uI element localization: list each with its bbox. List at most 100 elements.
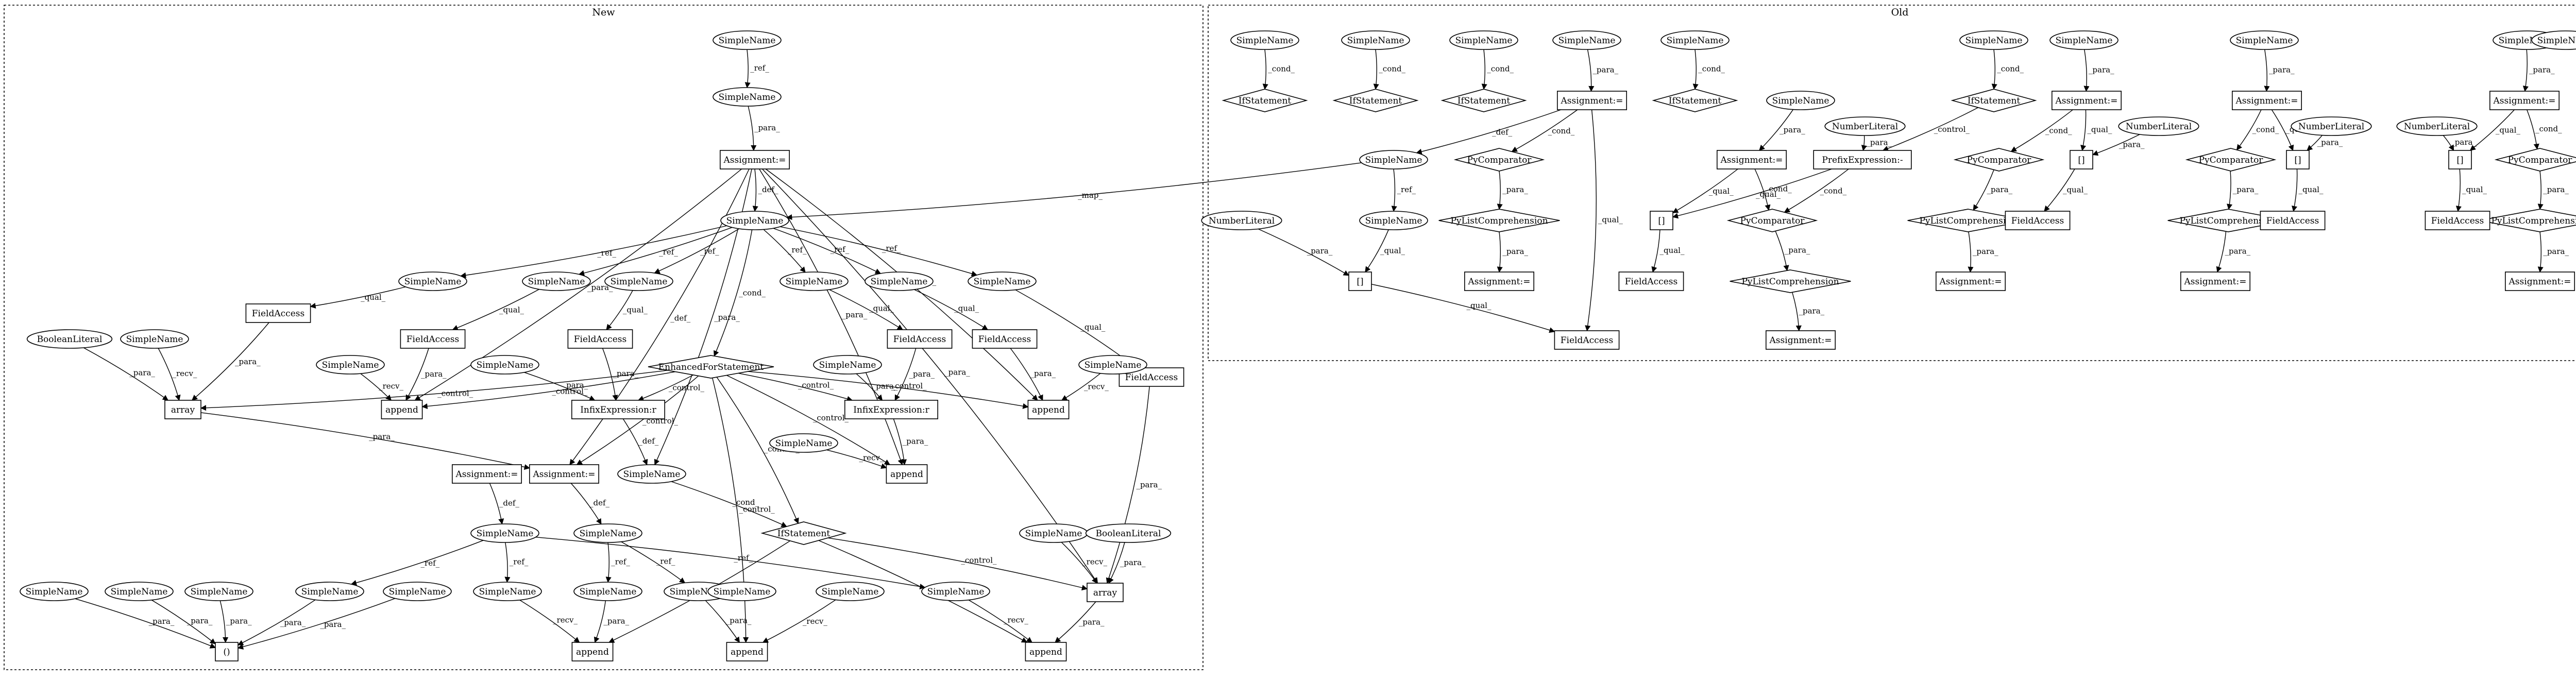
- node-diamond[interactable]: IfStatement: [1222, 89, 1308, 112]
- node-ellipse[interactable]: SimpleName: [295, 582, 364, 601]
- node-box[interactable]: []: [2448, 150, 2472, 169]
- node-ellipse[interactable]: SimpleName: [470, 523, 539, 543]
- node-ellipse[interactable]: SimpleName: [617, 464, 686, 484]
- node-ellipse[interactable]: SimpleName: [1359, 211, 1428, 230]
- node-ellipse[interactable]: BooleanLiteral: [26, 329, 113, 349]
- node-box[interactable]: FieldAccess: [245, 303, 311, 323]
- node-diamond[interactable]: PyComparator: [1726, 209, 1818, 232]
- node-ellipse[interactable]: SimpleName: [470, 355, 539, 375]
- node-diamond[interactable]: PyComparator: [1953, 148, 2045, 172]
- node-ellipse[interactable]: NumberLiteral: [2396, 116, 2478, 136]
- node-box[interactable]: FieldAccess: [400, 329, 466, 349]
- node-box[interactable]: Assignment:=: [529, 464, 600, 484]
- node-diamond[interactable]: IfStatement: [1652, 89, 1738, 112]
- node-ellipse[interactable]: SimpleName: [816, 582, 885, 601]
- node-ellipse[interactable]: SimpleName: [779, 271, 849, 291]
- node-ellipse[interactable]: SimpleName: [473, 582, 542, 601]
- node-diamond[interactable]: IfStatement: [1440, 89, 1527, 112]
- node-ellipse[interactable]: NumberLiteral: [1824, 116, 1906, 136]
- node-box[interactable]: FieldAccess: [2005, 211, 2071, 230]
- node-box[interactable]: array: [1087, 583, 1124, 602]
- node-box[interactable]: Assignment:=: [1936, 271, 2006, 291]
- node-diamond[interactable]: PyListComprehension: [1730, 269, 1851, 293]
- node-box[interactable]: Assignment:=: [451, 464, 522, 484]
- node-box[interactable]: FieldAccess: [1618, 271, 1684, 291]
- node-ellipse[interactable]: SimpleName: [2230, 30, 2299, 50]
- node-box[interactable]: FieldAccess: [2425, 211, 2490, 230]
- node-ellipse[interactable]: SimpleName: [383, 582, 452, 601]
- node-diamond[interactable]: IfStatement: [760, 521, 847, 545]
- node-diamond[interactable]: PyComparator: [1453, 148, 1545, 172]
- node-box[interactable]: Assignment:=: [2052, 91, 2122, 110]
- node-ellipse[interactable]: SimpleName: [1766, 91, 1835, 110]
- node-ellipse[interactable]: SimpleName: [865, 271, 934, 291]
- node-box[interactable]: InfixExpression:r: [844, 400, 939, 419]
- node-diamond[interactable]: IfStatement: [1332, 89, 1419, 112]
- node-box[interactable]: FieldAccess: [1554, 330, 1620, 350]
- node-box[interactable]: []: [1348, 271, 1372, 291]
- node-box[interactable]: append: [1025, 642, 1067, 661]
- node-ellipse[interactable]: SimpleName: [20, 582, 89, 601]
- node-box[interactable]: []: [2286, 150, 2310, 169]
- node-box[interactable]: PrefixExpression:-: [1813, 150, 1912, 169]
- node-box[interactable]: FieldAccess: [972, 329, 1038, 349]
- node-ellipse[interactable]: SimpleName: [1959, 30, 2028, 50]
- node-ellipse[interactable]: SimpleName: [1341, 30, 1410, 50]
- node-ellipse[interactable]: SimpleName: [1230, 30, 1299, 50]
- node-ellipse[interactable]: NumberLiteral: [1201, 211, 1282, 230]
- node-box[interactable]: append: [381, 400, 423, 419]
- node-ellipse[interactable]: SimpleName: [105, 582, 174, 601]
- node-ellipse[interactable]: SimpleName: [2531, 30, 2576, 50]
- node-box[interactable]: Assignment:=: [1717, 150, 1787, 169]
- node-diamond[interactable]: PyListComprehension: [2479, 209, 2576, 232]
- node-box[interactable]: FieldAccess: [2260, 211, 2326, 230]
- node-box[interactable]: Assignment:=: [2504, 271, 2575, 291]
- node-box[interactable]: Assignment:=: [1557, 91, 1628, 110]
- node-box[interactable]: FieldAccess: [567, 329, 633, 349]
- node-box[interactable]: append: [571, 642, 614, 661]
- node-box[interactable]: Assignment:=: [1464, 271, 1535, 291]
- node-diamond[interactable]: PyComparator: [2494, 148, 2576, 172]
- node-ellipse[interactable]: SimpleName: [720, 211, 789, 230]
- node-ellipse[interactable]: SimpleName: [184, 582, 253, 601]
- node-ellipse[interactable]: SimpleName: [968, 271, 1037, 291]
- node-ellipse[interactable]: SimpleName: [813, 355, 882, 375]
- node-ellipse[interactable]: SimpleName: [573, 582, 642, 601]
- node-box[interactable]: append: [726, 642, 768, 661]
- node-box[interactable]: append: [886, 464, 928, 484]
- node-diamond[interactable]: PyComparator: [2185, 148, 2277, 172]
- node-box[interactable]: (): [215, 642, 239, 661]
- node-diamond[interactable]: EnhancedForStatement: [648, 355, 774, 379]
- node-ellipse[interactable]: SimpleName: [1078, 355, 1147, 375]
- node-box[interactable]: []: [1650, 211, 1673, 230]
- node-ellipse[interactable]: SimpleName: [1552, 30, 1621, 50]
- node-box[interactable]: Assignment:=: [720, 150, 790, 169]
- node-box[interactable]: InfixExpression:r: [571, 400, 666, 419]
- node-ellipse[interactable]: SimpleName: [398, 271, 467, 291]
- node-diamond[interactable]: PyListComprehension: [1438, 209, 1560, 232]
- node-box[interactable]: Assignment:=: [2489, 91, 2560, 110]
- node-ellipse[interactable]: SimpleName: [1660, 30, 1730, 50]
- node-diamond[interactable]: IfStatement: [1951, 89, 2037, 112]
- node-ellipse[interactable]: SimpleName: [921, 582, 990, 601]
- node-ellipse[interactable]: SimpleName: [713, 30, 782, 50]
- node-ellipse[interactable]: SimpleName: [316, 355, 385, 375]
- node-ellipse[interactable]: NumberLiteral: [2118, 116, 2199, 136]
- node-ellipse[interactable]: SimpleName: [2049, 30, 2119, 50]
- node-box[interactable]: Assignment:=: [1766, 330, 1836, 350]
- node-ellipse[interactable]: SimpleName: [707, 582, 776, 601]
- node-ellipse[interactable]: SimpleName: [769, 433, 838, 453]
- node-ellipse[interactable]: SimpleName: [713, 87, 782, 107]
- node-ellipse[interactable]: SimpleName: [1359, 150, 1428, 169]
- node-box[interactable]: Assignment:=: [2180, 271, 2250, 291]
- node-box[interactable]: append: [1027, 400, 1070, 419]
- node-box[interactable]: FieldAccess: [887, 329, 953, 349]
- node-ellipse[interactable]: NumberLiteral: [2291, 116, 2372, 136]
- node-ellipse[interactable]: SimpleName: [604, 271, 673, 291]
- node-box[interactable]: Assignment:=: [2231, 91, 2302, 110]
- node-box[interactable]: []: [2070, 150, 2093, 169]
- node-ellipse[interactable]: BooleanLiteral: [1085, 523, 1172, 543]
- node-ellipse[interactable]: SimpleName: [522, 271, 591, 291]
- node-ellipse[interactable]: SimpleName: [120, 329, 189, 349]
- node-ellipse[interactable]: SimpleName: [1019, 523, 1088, 543]
